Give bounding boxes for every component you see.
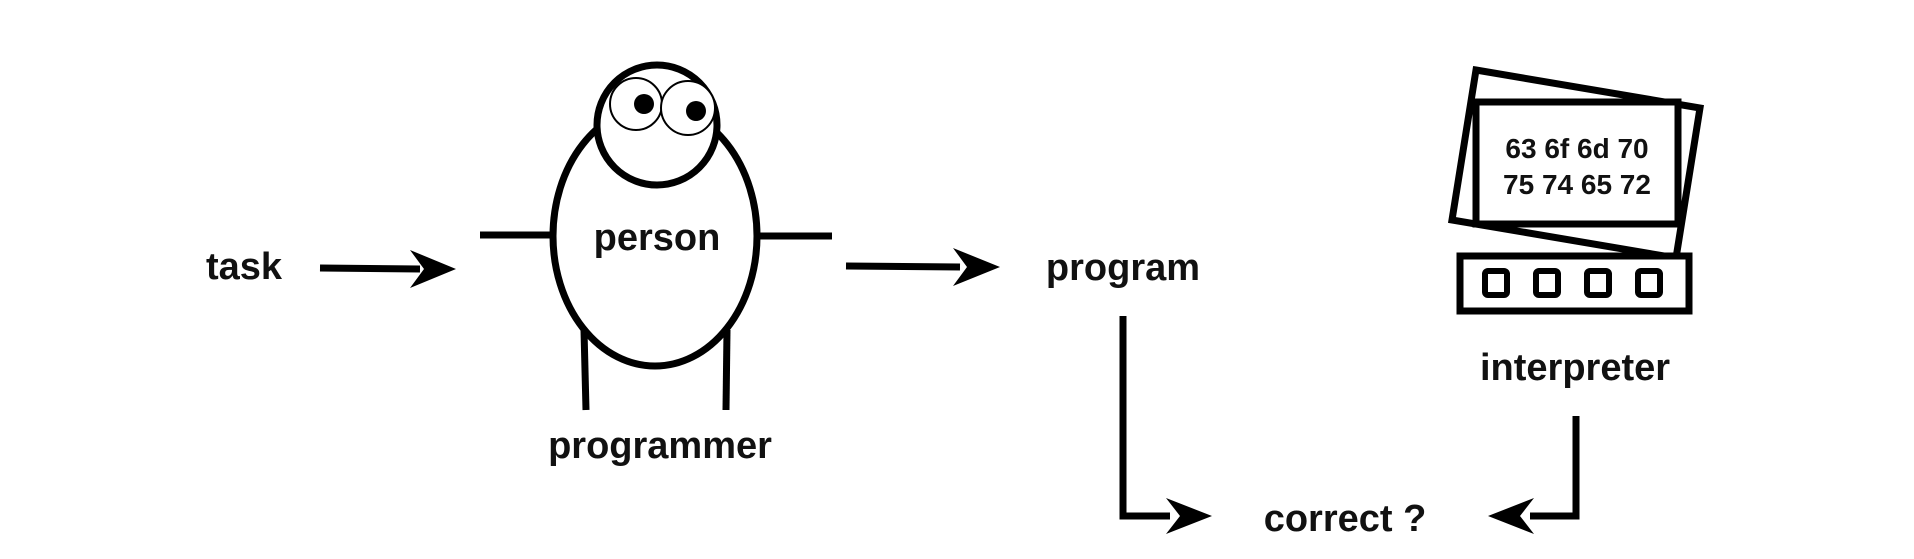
correct-label: correct ? [1264,498,1427,540]
interpreter-label: interpreter [1480,347,1670,389]
right-leg [722,329,731,411]
arrow-interpreter-to-correct [1488,416,1580,534]
monitor-frame [1472,98,1682,228]
key-4 [1635,268,1663,298]
screen-line-2: 75 74 65 72 [1503,169,1651,200]
programmer-figure: person [480,61,832,411]
screen-line-1: 63 6f 6d 70 [1505,133,1648,164]
program-label: program [1046,247,1200,289]
arrow-person-to-program [845,248,1000,286]
eyes-icon [609,77,716,136]
person-label: person [594,217,721,259]
arrow-program-to-correct [1119,316,1212,534]
left-leg [580,329,590,411]
key-1 [1482,268,1510,298]
computer-icon: 63 6f 6d 70 75 74 65 72 [1447,65,1705,315]
key-2 [1533,268,1561,298]
computer-base [1456,252,1693,315]
task-label: task [206,246,283,288]
arrow-task-to-person [319,250,456,288]
key-3 [1584,268,1612,298]
programmer-label: programmer [548,425,772,467]
